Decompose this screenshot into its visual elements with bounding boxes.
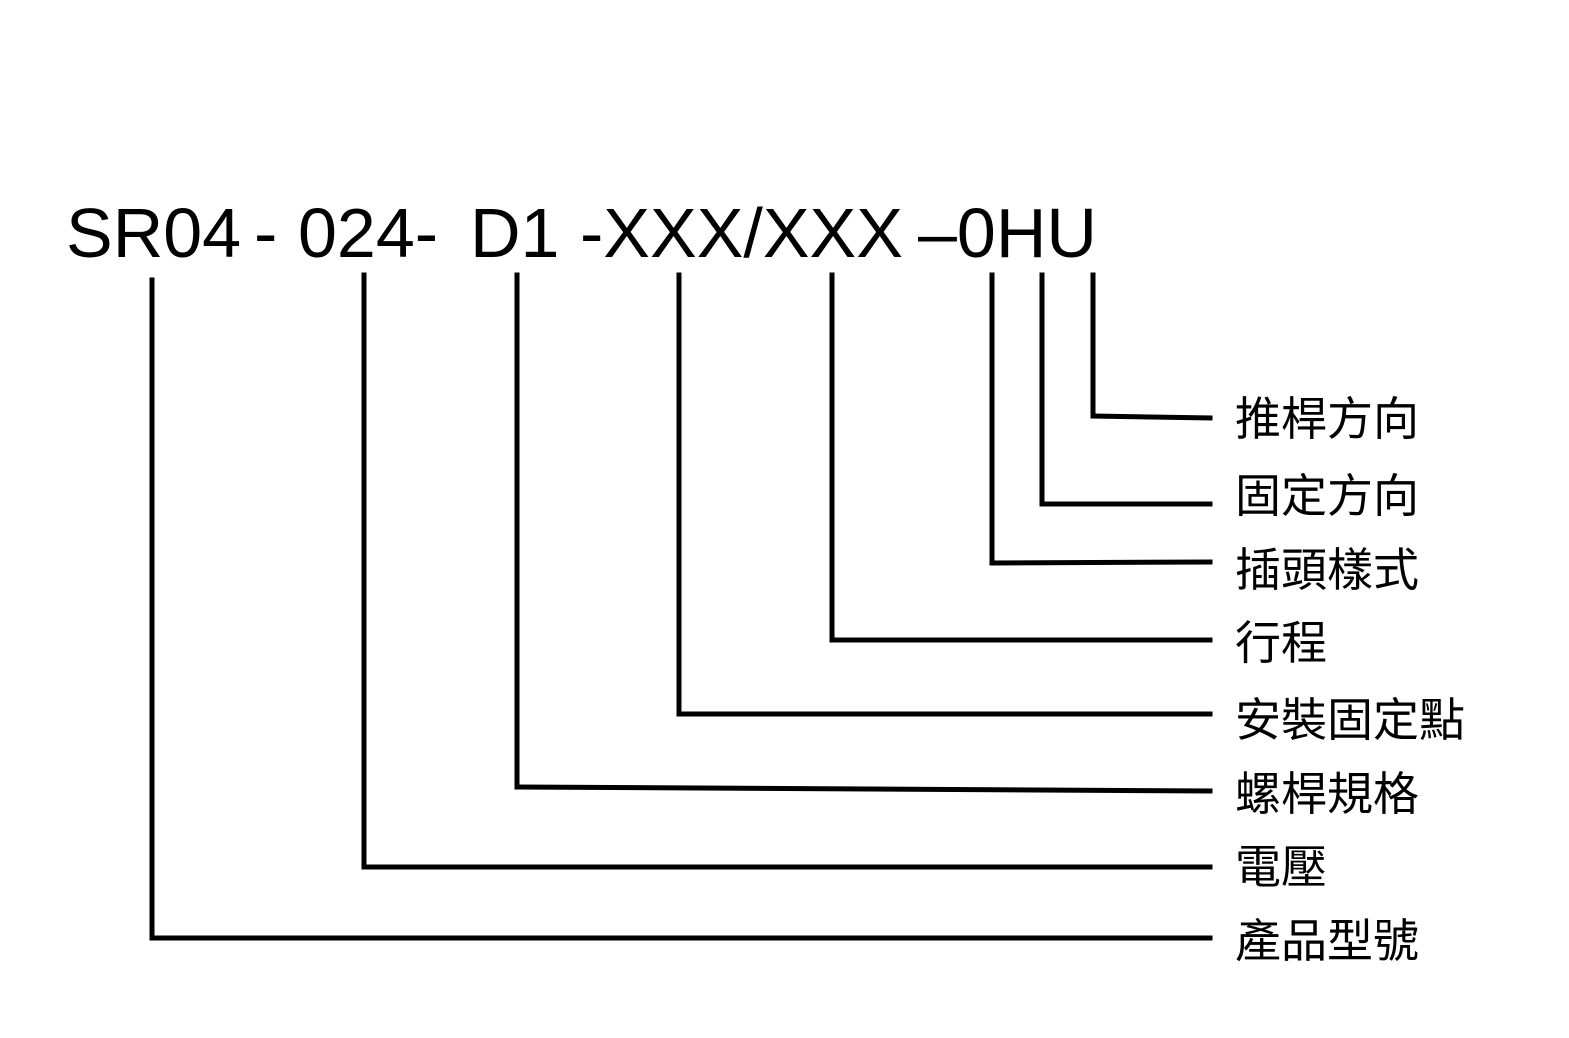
code-segment-dash: - [254,194,278,272]
code-segment-mount-stroke: -XXX/XXX [580,194,903,272]
label-mount-direction: 固定方向 [1235,469,1419,523]
label-screw-spec: 螺桿規格 [1235,767,1419,821]
label-stroke: 行程 [1235,616,1327,670]
label-product-model: 產品型號 [1235,914,1419,968]
connector-plug-style-h [989,559,1213,566]
code-segment-voltage: 024- [298,194,439,272]
code-segment-screw: D1 [470,194,560,272]
label-mounting-point: 安裝固定點 [1235,693,1465,747]
connector-push-rod-direction-h [1090,413,1213,421]
label-push-rod-direction: 推桿方向 [1235,392,1419,446]
label-plug-style: 插頭樣式 [1235,543,1419,597]
code-segment-product: SR04 [66,194,242,272]
code-segment-options: –0HU [918,194,1097,272]
label-voltage: 電壓 [1235,840,1327,894]
connector-screw-spec-h [514,784,1213,794]
